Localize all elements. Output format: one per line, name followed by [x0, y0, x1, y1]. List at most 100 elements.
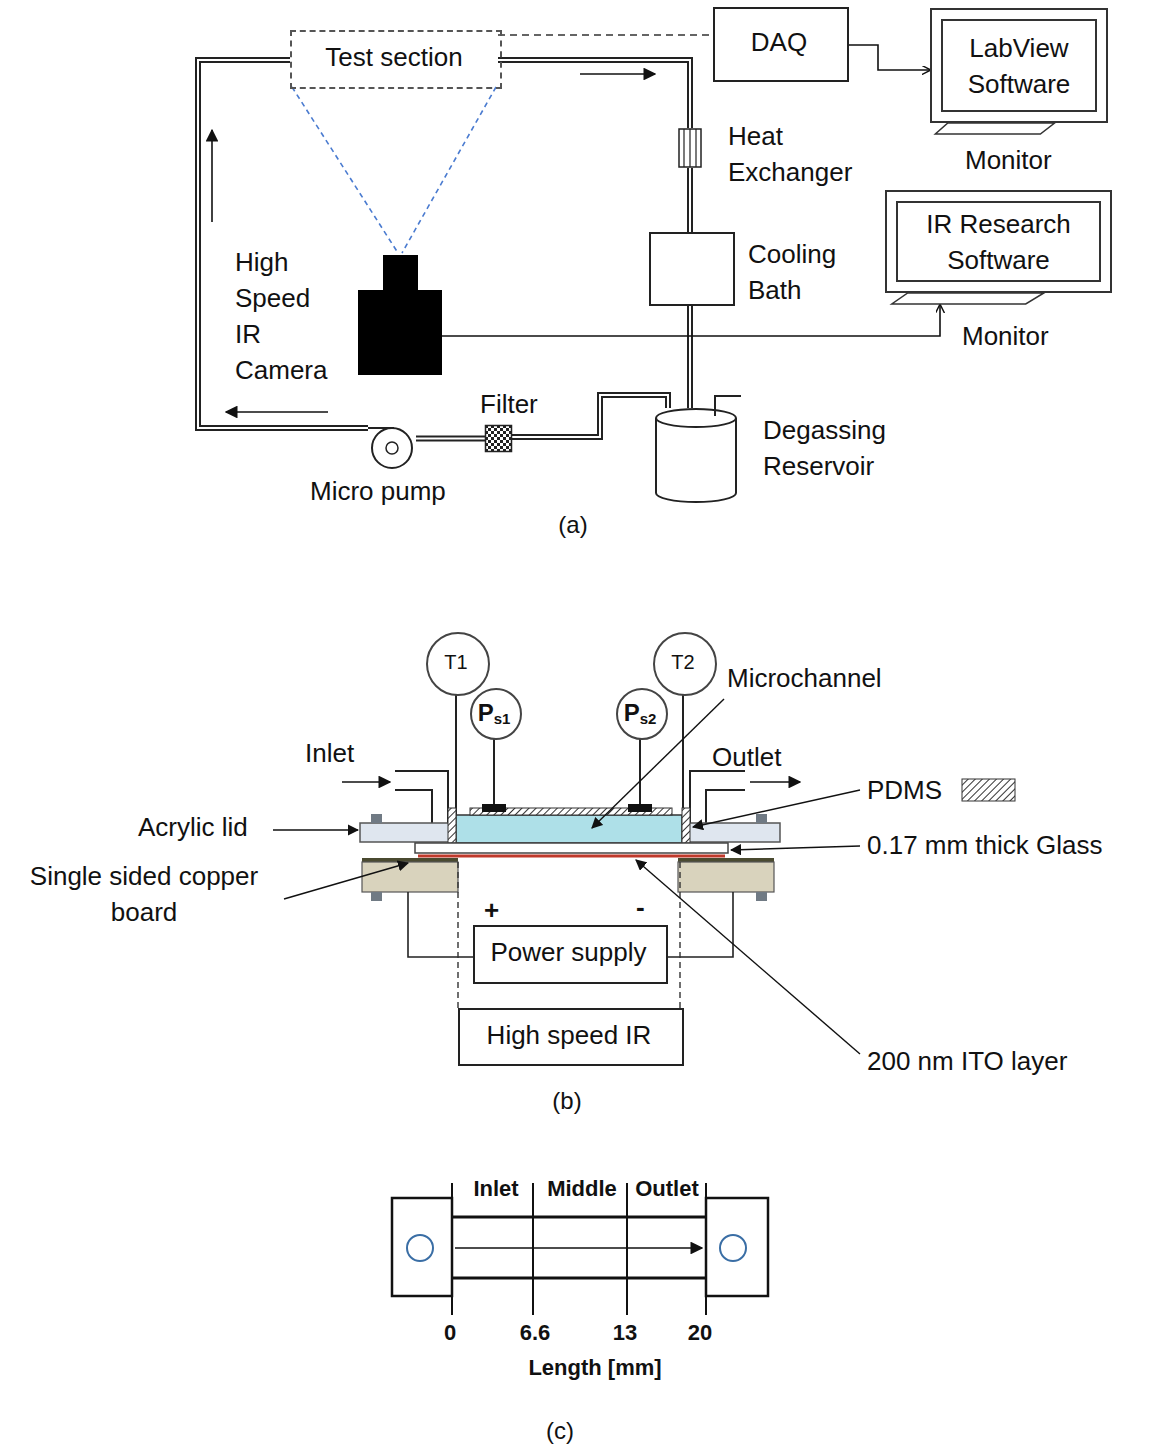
section-tick	[626, 1183, 628, 1315]
view-cone	[292, 87, 496, 253]
part-label: Microchannel	[727, 663, 882, 694]
flow-arrow	[226, 411, 328, 413]
wire	[408, 892, 473, 957]
circle-node: T2	[653, 632, 713, 692]
inlet-plenum	[392, 1198, 452, 1296]
pipe-bore	[689, 302, 691, 408]
part-label: -	[636, 892, 645, 923]
circle-node: Ps1	[470, 688, 518, 736]
rect-node: Cooling Bath	[649, 232, 731, 302]
channel-wall	[452, 1277, 706, 1280]
node-text: P	[624, 698, 640, 727]
leader-line	[693, 790, 860, 827]
pipe-wall	[498, 60, 690, 128]
exchanger-body	[679, 129, 701, 167]
bolt	[756, 814, 767, 823]
pipe-wall	[706, 790, 745, 823]
monitor-screen	[897, 202, 1100, 281]
sensor-stem	[493, 736, 495, 806]
hx-symbol	[678, 128, 702, 168]
node-text: IR Research Software	[897, 206, 1100, 278]
pipe-bore	[498, 60, 690, 128]
node-label: Micro pump	[310, 476, 446, 507]
leader-lines	[273, 699, 860, 1054]
leader-line	[284, 863, 408, 899]
pipe-wall	[687, 302, 693, 408]
pipe-bore	[689, 168, 691, 232]
pdms-layer	[448, 808, 456, 843]
panel-label: (b)	[542, 1086, 592, 1115]
part-label: Inlet	[305, 738, 354, 769]
legend-text: PDMS	[867, 775, 942, 806]
ir-view-lines	[458, 862, 680, 1008]
dimension-label: 6.6	[515, 1320, 555, 1346]
pump-impeller	[386, 442, 398, 454]
circle-node: Ps2	[616, 688, 664, 736]
bolt	[371, 814, 382, 823]
panel-label: (a)	[548, 510, 598, 539]
cyl-symbol	[655, 408, 737, 503]
glass-slide	[415, 843, 728, 853]
node-text: High speed IR	[487, 1020, 652, 1051]
node-text: Test section	[325, 42, 462, 73]
copper-board	[362, 862, 458, 892]
flow-arrow	[750, 781, 800, 783]
data-link	[845, 45, 930, 70]
node-label: Cooling Bath	[748, 236, 868, 308]
hx-node: Heat Exchanger	[678, 128, 702, 168]
node-text: T2	[671, 650, 694, 674]
pump-outline	[368, 420, 416, 468]
dimension-label: 13	[605, 1320, 645, 1346]
rect-node: DAQ	[713, 7, 845, 78]
cyl-outline	[655, 408, 737, 503]
pipe-wall	[395, 790, 432, 823]
flow-arrows	[212, 74, 655, 412]
view-line	[402, 87, 496, 253]
dashed-node: Test section	[290, 30, 498, 85]
filter-body	[486, 426, 512, 452]
section-tick	[451, 1183, 453, 1315]
part-label: Outlet	[631, 1176, 703, 1202]
node-label: High Speed IR Camera	[235, 244, 335, 388]
node-text: Power supply	[490, 937, 646, 968]
part-label: Acrylic lid	[138, 812, 248, 843]
view-line	[679, 862, 680, 1008]
sensor-pad	[482, 804, 506, 812]
section-tick	[532, 1183, 534, 1315]
node-label: Monitor	[965, 142, 1052, 178]
acrylic-lid	[360, 823, 456, 842]
pipe-bore	[416, 438, 485, 440]
camera-lens	[383, 255, 418, 291]
legend-swatch	[962, 779, 1015, 801]
node-text: T1	[444, 650, 467, 674]
flow-arrow	[580, 73, 655, 75]
circle-node: T1	[426, 632, 486, 692]
camera-outline	[358, 255, 442, 375]
cyl-node: Degassing Reservoir	[655, 408, 737, 503]
monitor-screen	[942, 20, 1096, 111]
copper-board	[678, 862, 774, 892]
camera-symbol	[358, 255, 442, 375]
outlet-plenum	[706, 1198, 768, 1296]
hx-outline	[678, 128, 702, 168]
subscript: s1	[494, 704, 511, 733]
connector-line	[442, 305, 940, 336]
pipe-wall	[395, 771, 448, 823]
monitor-frame	[931, 9, 1107, 122]
connector-line	[845, 45, 930, 70]
part-label: Outlet	[712, 742, 781, 773]
flow-arrow	[455, 1247, 702, 1249]
flow-pipe	[690, 168, 691, 232]
exchanger-fin	[695, 129, 696, 167]
reservoir-body	[656, 418, 736, 502]
node-label: Degassing Reservoir	[763, 412, 913, 484]
filter-symbol	[485, 425, 512, 452]
monitor-stand	[892, 293, 1044, 304]
sensor-pad	[628, 804, 652, 812]
pump-casing	[372, 428, 412, 468]
io-arrows	[342, 781, 800, 783]
pipe-bore	[198, 60, 368, 428]
wire	[664, 892, 733, 957]
exchanger-fin	[689, 129, 690, 167]
